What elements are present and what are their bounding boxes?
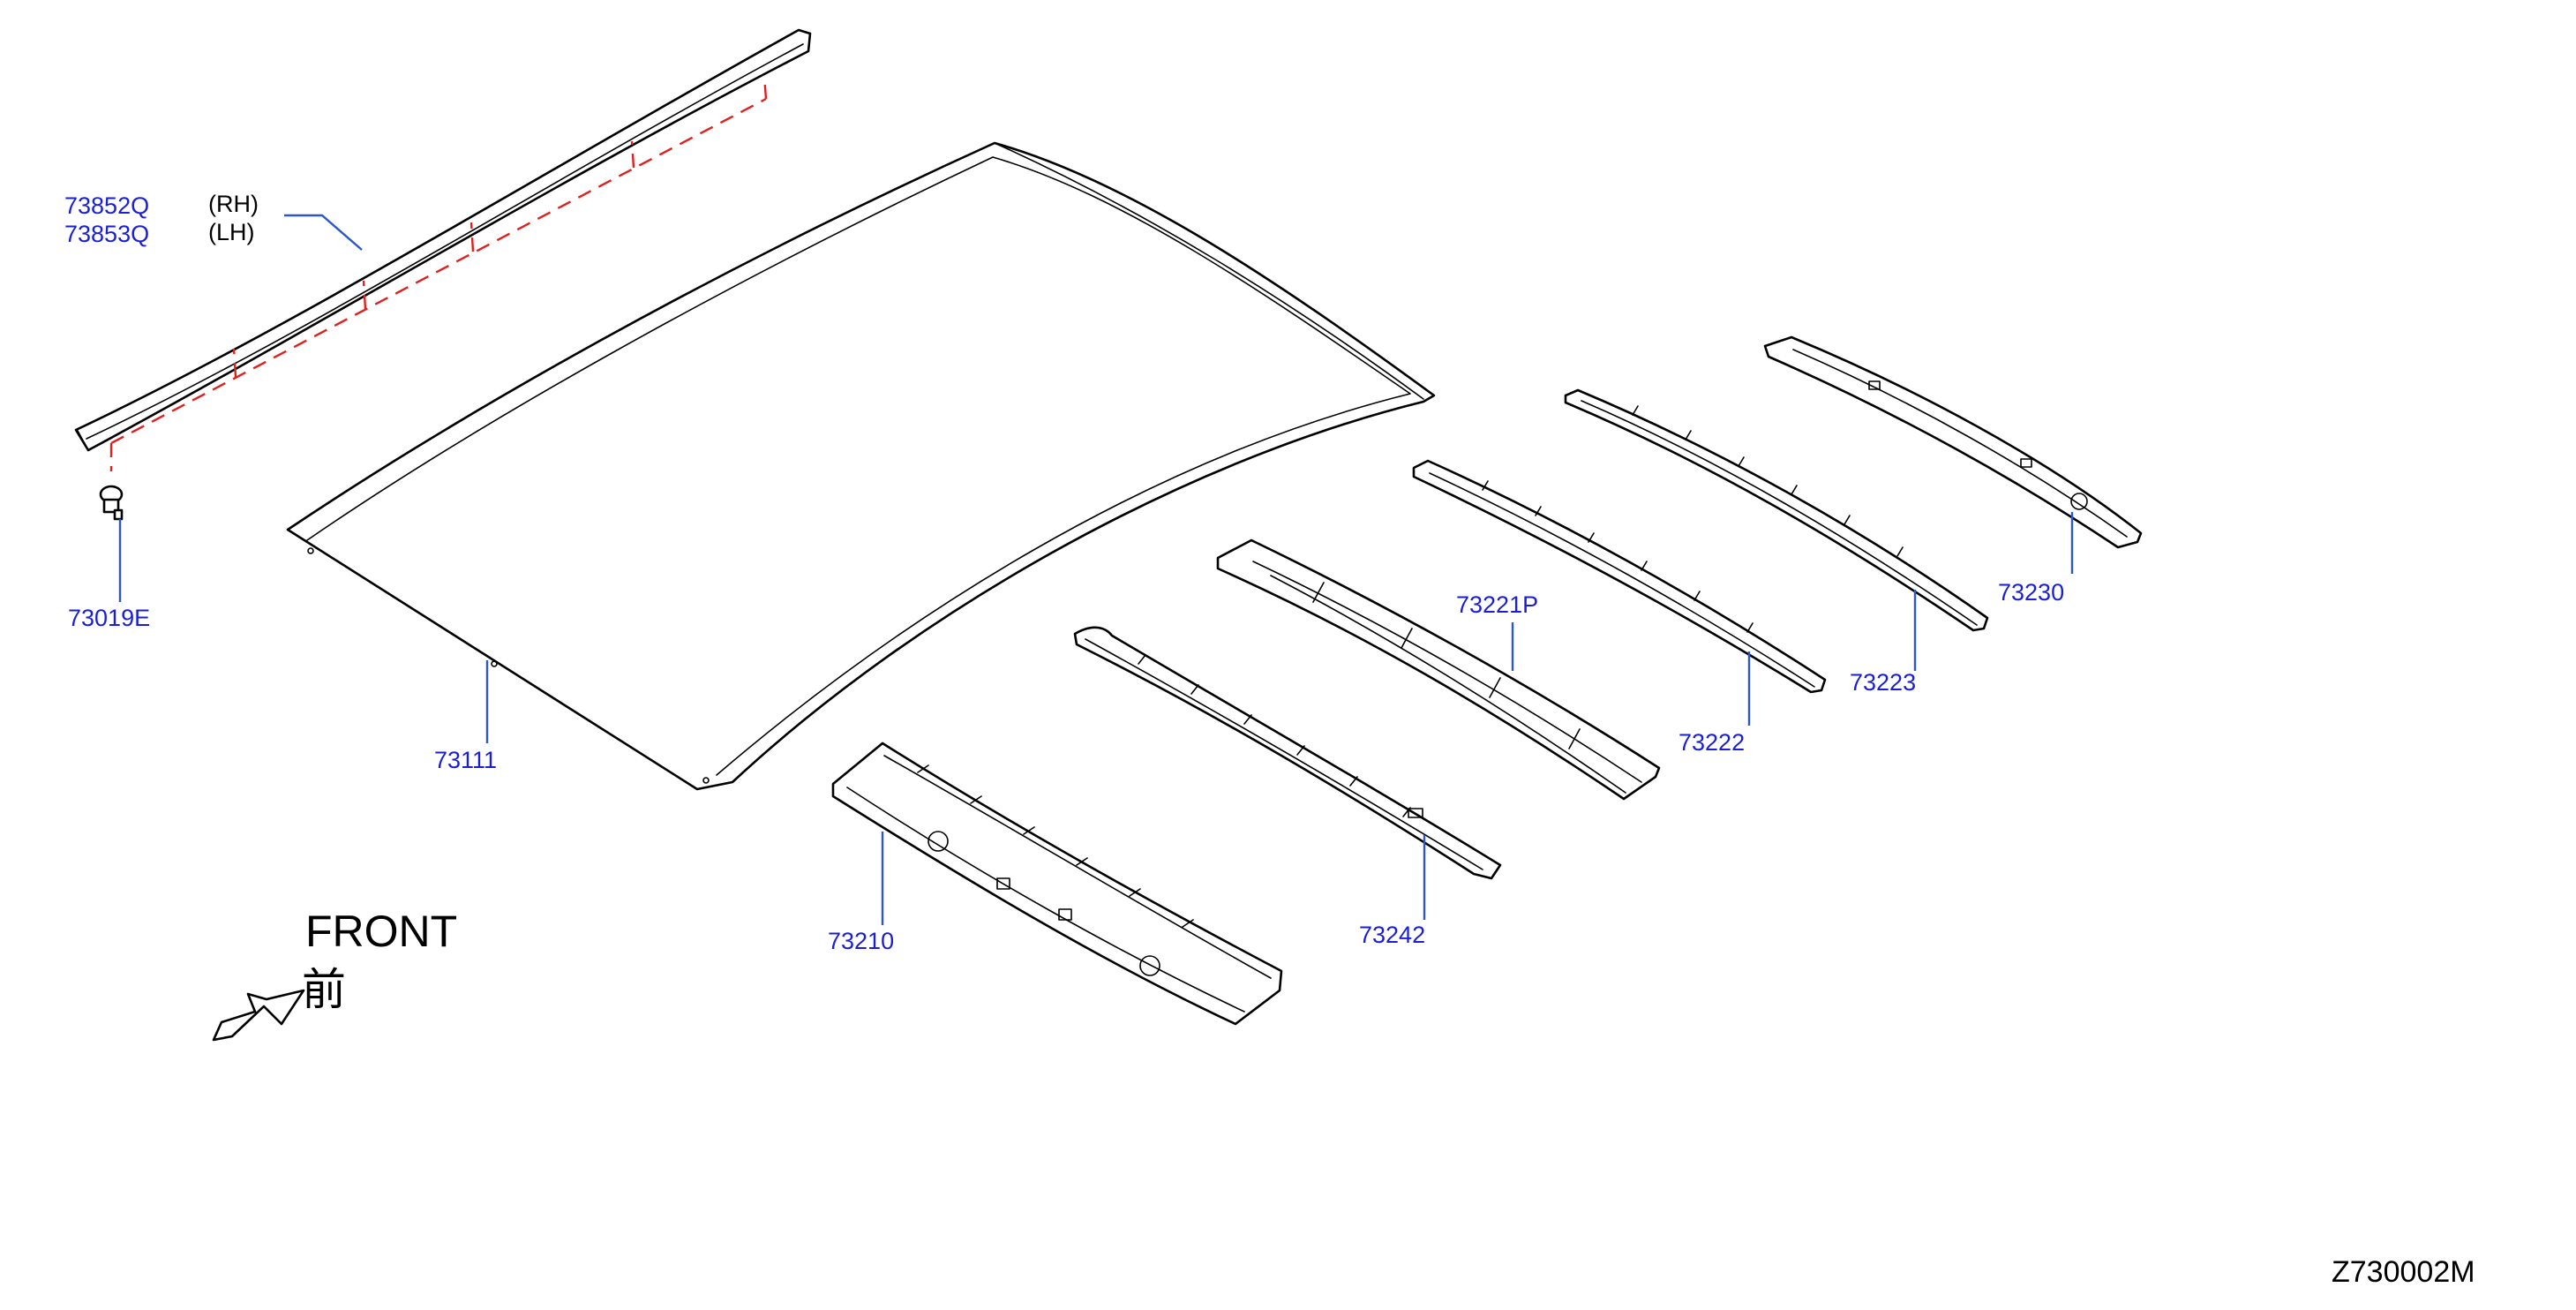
- callout-73111: 73111: [434, 747, 498, 773]
- roof-bow-73222: [1412, 459, 1827, 694]
- roof-bow-73221p: [1216, 538, 1661, 801]
- callout-73852q: 73852Q: [64, 192, 150, 219]
- front-roof-rail: [831, 742, 1283, 1026]
- roof-bow-73223: [1564, 388, 1989, 632]
- clip-part: [99, 485, 124, 521]
- molding-guide-lines: [109, 75, 768, 471]
- callout-73853q: 73853Q: [64, 221, 150, 247]
- rear-roof-rail: [1763, 335, 2143, 549]
- callout-73210: 73210: [828, 928, 895, 954]
- front-label-jp: 前: [302, 964, 346, 1015]
- callout-73230: 73230: [1998, 579, 2065, 606]
- front-arrow-icon: [212, 989, 305, 1042]
- roof-panel: [286, 141, 1436, 791]
- callout-side-rh: (RH): [208, 191, 259, 217]
- roof-bow-73242: [1073, 626, 1502, 880]
- callout-73221p: 73221P: [1456, 591, 1539, 618]
- callout-73223: 73223: [1850, 669, 1917, 696]
- leader-lines: [118, 214, 2074, 925]
- diagram-reference: Z730002M: [2332, 1255, 2475, 1289]
- callout-73222: 73222: [1679, 729, 1746, 756]
- callout-side-lh: (LH): [208, 219, 255, 245]
- callout-73242: 73242: [1359, 922, 1426, 948]
- roof-molding: [74, 28, 812, 452]
- front-label: FRONT: [305, 907, 458, 956]
- callout-73019e: 73019E: [68, 605, 151, 631]
